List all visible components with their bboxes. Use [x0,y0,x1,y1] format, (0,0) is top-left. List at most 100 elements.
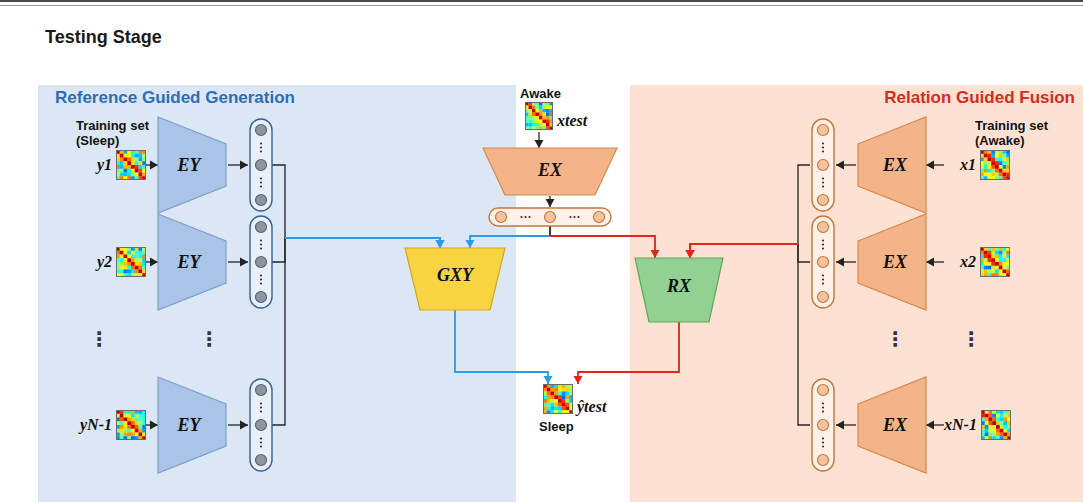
encoder-block: EX [483,148,617,226]
matrix-border [981,151,1010,180]
matrix-cell [139,258,143,262]
arrowhead [686,250,695,258]
ellipsis-mark: ⋮ [961,328,981,350]
ellipsis-dot [822,239,824,241]
matrix-cell [554,403,558,407]
feature-unit [256,222,267,233]
matrix-cell [984,173,988,177]
matrix-cell [995,270,999,274]
matrix-cell [529,109,533,113]
ellipsis-mark: ⋮ [885,328,905,350]
matrix-cell [139,418,143,422]
matrix-cell [991,255,995,259]
feature-vector [812,216,834,308]
connector [926,421,944,430]
matrix-cell [988,429,992,433]
matrix-cell [1000,414,1004,418]
arrowhead [436,240,445,248]
relation-trapezoid [635,258,723,322]
matrix-cell [127,421,131,425]
matrix-cell [139,154,143,158]
connectivity-matrix [116,150,146,180]
ellipsis-dot [260,445,262,447]
matrix-cell [1003,266,1007,270]
matrix-cell [139,255,143,259]
matrix-label-holder: ŷtest [577,398,606,416]
state-label: Awake [520,86,561,101]
matrix-cell [995,154,999,158]
ellipsis-dot [260,146,262,148]
matrix-cell [985,429,989,433]
connector-line [690,244,798,258]
matrix-cell [991,266,995,270]
connector [686,165,811,258]
matrix-cell [131,255,135,259]
ellipsis-mark-holder: ⋮ [961,328,981,350]
connectivity-matrix [116,247,146,277]
matrix-label-holder: xN-1 [944,416,977,434]
matrix-cell [131,161,135,165]
input-matrix: x2 [944,247,1010,277]
matrix-cell [124,425,128,429]
matrix-cell [127,169,131,173]
matrix-cell [988,258,992,262]
encoder-trapezoid [158,214,226,310]
matrix-cell [551,407,555,411]
generator-trapezoid [405,248,505,310]
generator-label: GXY [437,265,473,285]
matrix-cell [124,158,128,162]
matrix-cell [999,154,1003,158]
matrix-cell [1003,161,1007,165]
matrix-cell [988,433,992,437]
input-matrix: xN-1 [944,410,1011,440]
connector [926,161,944,170]
ellipsis-dot [822,274,824,276]
matrix-label: xtest [557,112,587,130]
matrix-cell [124,255,128,259]
matrix-cell [124,270,128,274]
matrix-cell [1003,270,1007,274]
matrix-label: y2 [97,253,112,271]
ellipsis-dot [822,406,824,408]
ellipsis-dot [822,150,824,152]
matrix-cell [139,429,143,433]
matrix-cell [139,266,143,270]
matrix-cell [139,414,143,418]
matrix-cell [547,407,551,411]
feature-unit [818,160,829,171]
matrix-cell [124,266,128,270]
matrix-cell [120,169,124,173]
matrix-cell [120,173,124,177]
matrix-cell [127,255,131,259]
matrix-cell [127,270,131,274]
matrix-cell [985,421,989,425]
matrix-cell [558,407,562,411]
matrix-cell [127,258,131,262]
matrix-cell [135,169,139,173]
matrix-cell [991,173,995,177]
ellipsis-mark-holder: ⋮ [89,328,109,350]
input-matrix: y1 [80,150,146,180]
matrix-cell [543,106,547,110]
matrix-cell [992,418,996,422]
matrix-cell [984,165,988,169]
feature-vector [250,216,272,308]
ellipsis-dot [260,282,262,284]
matrix-cell [135,158,139,162]
matrix-cell [532,120,536,124]
feature-unit [818,420,829,431]
matrix-cell [120,418,124,422]
connector-line [285,238,440,248]
connector-line [550,236,655,258]
feature-vector [489,208,611,226]
input-matrix: y2 [80,247,146,277]
arrowhead [926,421,934,430]
matrix-cell [536,123,540,127]
ellipsis-dot [577,216,579,218]
matrix-cell [988,266,992,270]
matrix-cell [562,388,566,392]
matrix-cell [131,173,135,177]
matrix-cell [1003,433,1007,437]
matrix-cell [120,433,124,437]
matrix-cell [1003,425,1007,429]
